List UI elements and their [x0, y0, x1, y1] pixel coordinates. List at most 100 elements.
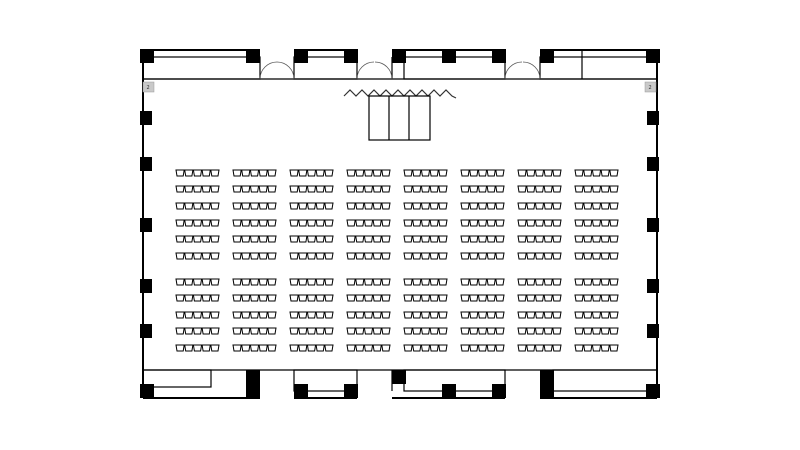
chair: [355, 235, 365, 243]
chair: [258, 278, 268, 286]
chair: [175, 185, 185, 193]
chair: [574, 235, 584, 243]
chair: [517, 185, 527, 193]
corner-tag-right: 2: [644, 81, 657, 93]
chair: [258, 185, 268, 193]
chair: [315, 219, 325, 227]
chair: [543, 327, 553, 335]
chair: [534, 252, 545, 260]
chair: [429, 202, 439, 210]
chair: [289, 327, 299, 335]
chair: [438, 252, 448, 260]
chair: [241, 327, 251, 335]
chair: [583, 202, 593, 210]
chair: [355, 327, 365, 335]
chair: [583, 327, 593, 335]
chair: [210, 219, 220, 227]
door-swings: [259, 61, 541, 80]
chair: [232, 344, 242, 352]
chair: [469, 185, 479, 193]
chair: [460, 294, 470, 302]
chair: [583, 344, 593, 352]
chair: [477, 169, 488, 177]
chair: [192, 294, 203, 302]
chair: [495, 252, 505, 260]
chair: [543, 219, 553, 227]
chair: [381, 235, 391, 243]
chair: [469, 327, 479, 335]
chair: [420, 294, 431, 302]
chair: [412, 311, 422, 319]
chair: [210, 344, 220, 352]
chair: [315, 278, 325, 286]
chair: [201, 235, 211, 243]
chair: [232, 294, 242, 302]
chair: [591, 344, 602, 352]
column: [246, 370, 260, 398]
chair: [526, 278, 536, 286]
chair: [324, 311, 334, 319]
stage-screen: [343, 89, 457, 141]
chair: [609, 169, 619, 177]
chair: [469, 169, 479, 177]
chair: [210, 294, 220, 302]
chair: [403, 202, 413, 210]
chair: [249, 185, 260, 193]
chair: [306, 202, 317, 210]
column: [647, 111, 659, 125]
chair: [363, 235, 374, 243]
chair: [315, 327, 325, 335]
chair: [600, 169, 610, 177]
chair: [403, 252, 413, 260]
chair: [241, 169, 251, 177]
chair: [381, 344, 391, 352]
chair: [192, 235, 203, 243]
chair: [403, 235, 413, 243]
chair: [495, 311, 505, 319]
chair: [412, 185, 422, 193]
chair: [460, 169, 470, 177]
corner-tag-left: 2: [142, 81, 155, 93]
chair: [600, 278, 610, 286]
column: [140, 218, 152, 232]
column: [442, 49, 456, 63]
chair: [289, 235, 299, 243]
chair: [420, 311, 431, 319]
chair: [583, 278, 593, 286]
chair: [192, 344, 203, 352]
chair: [201, 202, 211, 210]
chair: [175, 252, 185, 260]
chair: [267, 327, 277, 335]
chair: [460, 252, 470, 260]
chair: [298, 327, 308, 335]
chair: [267, 311, 277, 319]
chair: [372, 235, 382, 243]
chair: [324, 202, 334, 210]
chair: [534, 235, 545, 243]
chair: [420, 202, 431, 210]
chair: [298, 294, 308, 302]
chair: [438, 202, 448, 210]
chair: [495, 169, 505, 177]
chair: [355, 294, 365, 302]
chair: [469, 219, 479, 227]
chair: [346, 294, 356, 302]
chair: [241, 219, 251, 227]
chair: [315, 252, 325, 260]
chair: [460, 185, 470, 193]
chair: [298, 185, 308, 193]
column: [246, 49, 260, 63]
chair: [534, 344, 545, 352]
chair: [372, 169, 382, 177]
chair: [534, 202, 545, 210]
chair: [477, 219, 488, 227]
column: [140, 279, 152, 293]
chair: [469, 278, 479, 286]
chair: [600, 235, 610, 243]
chair: [324, 294, 334, 302]
chair: [249, 252, 260, 260]
chair: [175, 219, 185, 227]
chair: [609, 185, 619, 193]
chair: [543, 235, 553, 243]
chair: [552, 294, 562, 302]
